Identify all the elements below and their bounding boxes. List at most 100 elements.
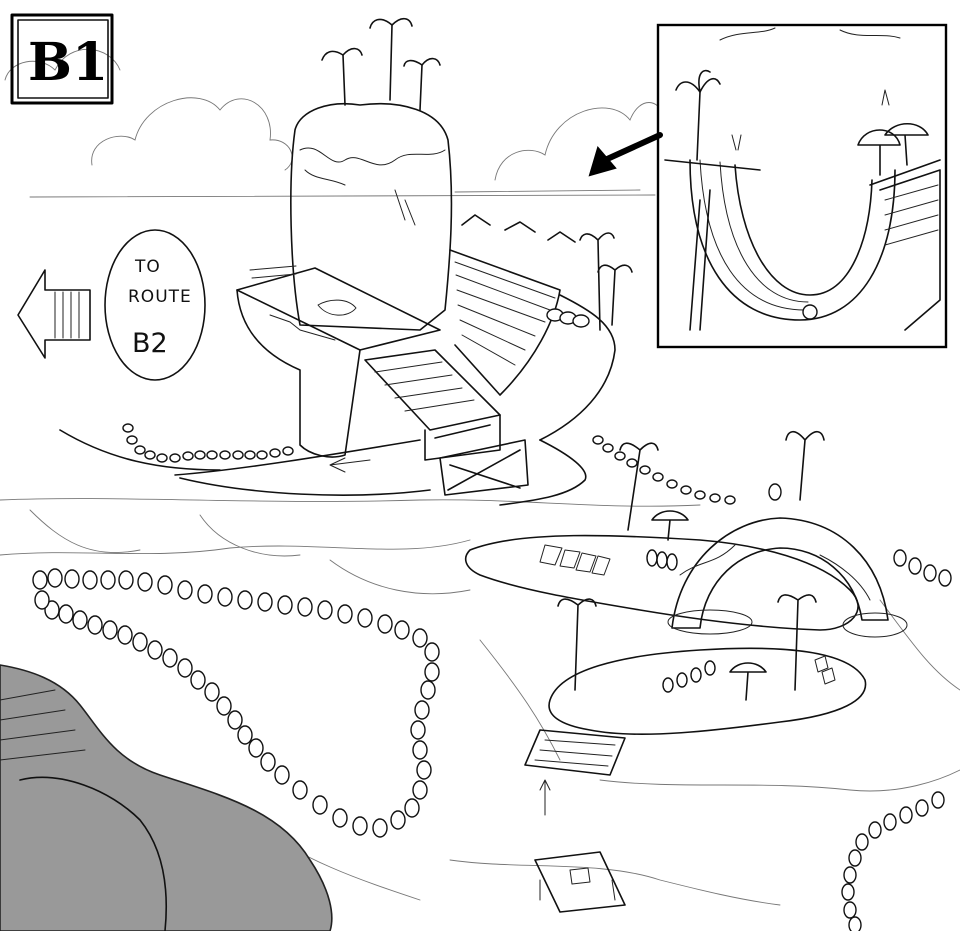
ring-collectible (204, 682, 220, 702)
ring-collectible (169, 453, 181, 463)
route-sign-line3: B2 (132, 328, 168, 359)
ring-collectible (144, 450, 156, 460)
ring-collectible (227, 710, 243, 730)
ring-collectible (652, 472, 664, 482)
foreground-cliff (0, 664, 333, 931)
ring-collectible (216, 696, 232, 716)
ring-collectible (197, 584, 213, 604)
ring-collectible (237, 725, 253, 745)
ring-collectible (931, 791, 945, 809)
ring-collectible (724, 495, 736, 505)
ring-collectible (908, 557, 922, 575)
ring-collectible (118, 570, 134, 590)
ring-collectible (32, 570, 48, 590)
ring-collectible (390, 810, 406, 830)
ring-collectible (883, 813, 897, 831)
ring-collectible (156, 453, 168, 463)
ring-collectible (357, 608, 373, 628)
inset-pointer-arrow (588, 132, 663, 177)
ring-collectible (64, 569, 80, 589)
ring-collectible (614, 451, 626, 461)
ring-collectible (868, 821, 882, 839)
ring-collectible (848, 916, 862, 931)
ring-collectible (87, 615, 103, 635)
ring-collectible (404, 798, 420, 818)
ring-collectible (843, 866, 857, 884)
ring-collectible (277, 595, 293, 615)
ring-collectible (312, 795, 328, 815)
ring-collectible (47, 568, 63, 588)
ring-collectible (410, 720, 426, 740)
ring-collectible (82, 570, 98, 590)
ring-collectible (424, 642, 440, 662)
ring-trail-west (32, 423, 736, 838)
ring-collectible (274, 765, 290, 785)
route-exit-arrow (17, 269, 91, 359)
ring-collectible (666, 479, 678, 489)
ring-collectible (602, 443, 614, 453)
ring-collectible (282, 446, 294, 456)
ring-collectible (626, 458, 638, 468)
ring-collectible (257, 592, 273, 612)
ring-collectible (244, 450, 256, 460)
ring-collectible (190, 670, 206, 690)
ring-collectible (58, 604, 74, 624)
ring-collectible (147, 640, 163, 660)
ring-collectible (248, 738, 264, 758)
ring-collectible (162, 648, 178, 668)
ring-collectible (100, 570, 116, 590)
arch-island (464, 430, 908, 638)
route-sign-line2: ROUTE (128, 287, 192, 307)
ring-collectible (102, 620, 118, 640)
ring-collectible (709, 493, 721, 503)
ring-collectible (332, 808, 348, 828)
ring-collectible (317, 600, 333, 620)
ring-collectible (843, 901, 857, 919)
ring-collectible (194, 450, 206, 460)
ring-collectible (938, 569, 952, 587)
ring-collectible (416, 760, 432, 780)
ring-collectible (412, 780, 428, 800)
ring-collectible (137, 572, 153, 592)
ring-collectible (256, 450, 268, 460)
ring-collectible (34, 590, 50, 610)
ring-trail-east (841, 549, 952, 931)
rock-tower-island (59, 17, 633, 506)
halfpipe-inset-panel (656, 23, 948, 349)
ring-collectible (292, 780, 308, 800)
ring-collectible (352, 816, 368, 836)
ring-collectible (848, 849, 862, 867)
ring-collectible (260, 752, 276, 772)
ring-collectible (157, 575, 173, 595)
ring-collectible (899, 806, 913, 824)
lower-island (524, 594, 867, 913)
ring-collectible (122, 423, 134, 433)
ring-collectible (424, 662, 440, 682)
ring-collectible (72, 610, 88, 630)
ring-collectible (126, 435, 138, 445)
ring-collectible (394, 620, 410, 640)
ring-collectible (177, 658, 193, 678)
ring-collectible (44, 600, 60, 620)
ring-collectible (377, 614, 393, 634)
ring-collectible (420, 680, 436, 700)
background-clouds (4, 48, 663, 198)
ring-collectible (414, 700, 430, 720)
ring-collectible (182, 451, 194, 461)
ring-collectible (206, 450, 218, 460)
ring-collectible (134, 445, 146, 455)
ring-collectible (923, 564, 937, 582)
stage-badge: B1 (10, 13, 114, 105)
ring-collectible (372, 818, 388, 838)
ring-collectible (855, 833, 869, 851)
route-sign-bubble: TO ROUTE B2 (104, 229, 206, 381)
ring-collectible (237, 590, 253, 610)
ring-collectible (232, 450, 244, 460)
ring-collectible (412, 740, 428, 760)
terrain-contours (0, 498, 960, 906)
ring-collectible (893, 549, 907, 567)
ring-collectible (217, 587, 233, 607)
ring-collectible (639, 465, 651, 475)
